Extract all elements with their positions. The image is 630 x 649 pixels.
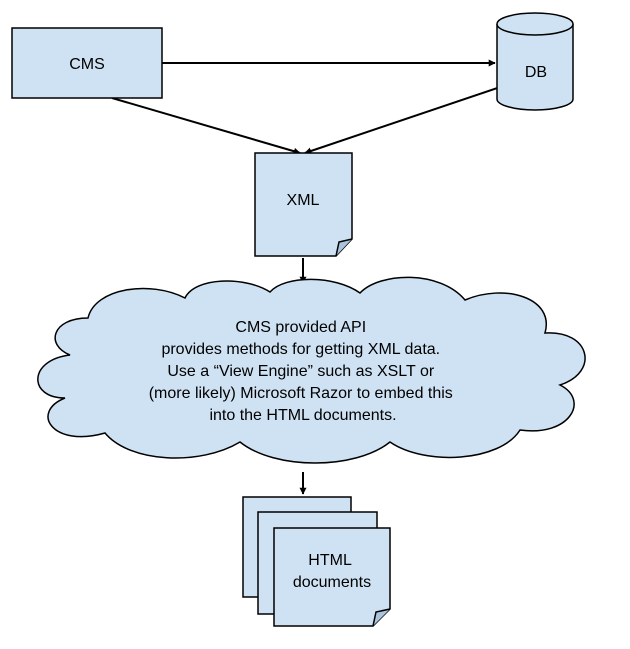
edge-db-to-xml bbox=[304, 82, 513, 155]
xml-document-fold bbox=[335, 238, 353, 257]
cms-node: CMS bbox=[11, 27, 163, 99]
cms-box bbox=[11, 27, 163, 99]
api-cloud-line: provides methods for getting XML data. bbox=[161, 341, 440, 358]
api-cloud-line: into the HTML documents. bbox=[209, 407, 396, 424]
html-docs-line: HTML bbox=[308, 552, 352, 569]
api-cloud-line: Use a “View Engine” such as XSLT or bbox=[167, 363, 434, 380]
api-cloud-text: CMS provided API provides methods for ge… bbox=[149, 319, 458, 424]
cms-label: CMS bbox=[69, 56, 105, 73]
xml-node: XML bbox=[254, 152, 353, 257]
xml-label: XML bbox=[287, 192, 320, 209]
connectors bbox=[111, 59, 513, 495]
html-docs-label: HTML documents bbox=[293, 552, 371, 591]
api-cloud-line: CMS provided API bbox=[235, 319, 366, 336]
db-label: DB bbox=[525, 64, 547, 81]
edge-cms-to-xml bbox=[111, 97, 301, 155]
api-cloud-shape bbox=[37, 276, 586, 464]
api-cloud-node: CMS provided API provides methods for ge… bbox=[37, 276, 586, 464]
html-doc-fold bbox=[372, 608, 391, 627]
db-node: DB bbox=[496, 12, 574, 111]
html-docs-node: HTML documents bbox=[242, 496, 391, 627]
db-cylinder bbox=[496, 24, 574, 111]
db-cylinder-top bbox=[496, 12, 574, 36]
html-docs-line: documents bbox=[293, 574, 371, 591]
api-cloud-line: (more likely) Microsoft Razor to embed t… bbox=[149, 385, 453, 402]
